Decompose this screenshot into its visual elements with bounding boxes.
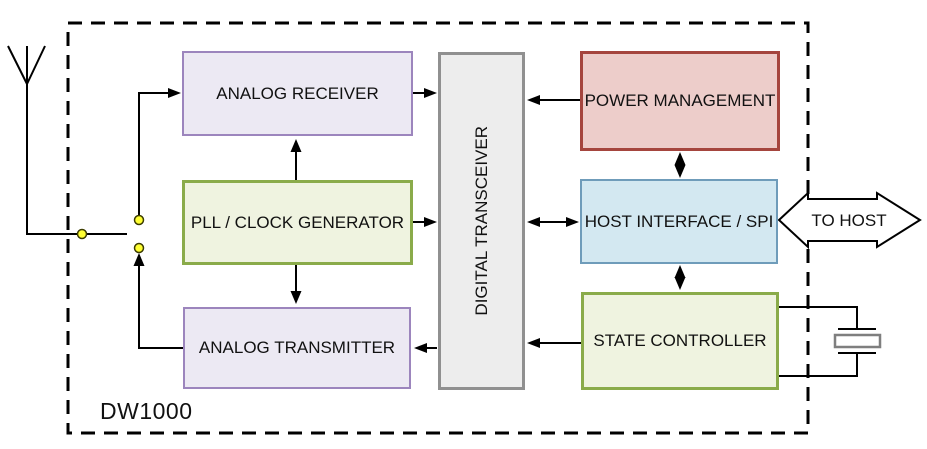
crystal-oscillator-icon	[779, 306, 882, 377]
wire-pll-to-analog-receiver	[290, 139, 302, 180]
state-controller-block: STATE CONTROLLER	[581, 292, 779, 390]
wire-digital-transceiver-to-analog-transmitter	[414, 343, 437, 353]
wire-pll-to-analog-transmitter	[290, 265, 302, 304]
analog-transmitter-label: ANALOG TRANSMITTER	[198, 338, 396, 357]
analog-receiver-block: ANALOG RECEIVER	[182, 51, 413, 136]
wire-analog-transmitter-to-switch	[133, 253, 183, 349]
wire-analog-receiver-to-digital-transceiver	[413, 88, 437, 98]
host-interface-spi-block: HOST INTERFACE / SPI	[580, 179, 778, 264]
analog-receiver-label: ANALOG RECEIVER	[216, 83, 379, 103]
power-management-label: POWER MANAGEMENT	[584, 91, 776, 110]
host-interface-spi-label: HOST INTERFACE / SPI	[584, 211, 774, 231]
analog-transmitter-block: ANALOG TRANSMITTER	[183, 307, 411, 389]
wire-power-management-host-interface-bidirectional	[674, 152, 686, 178]
wire-host-interface-state-controller-bidirectional	[674, 265, 686, 290]
to-host-double-arrow-icon	[777, 190, 922, 250]
pll-clock-generator-label: PLL / CLOCK GENERATOR	[190, 212, 405, 232]
wire-power-management-to-digital-transceiver	[527, 95, 580, 105]
wire-pll-to-digital-transceiver	[413, 217, 437, 227]
to-host-label: TO HOST	[811, 211, 887, 230]
antenna-icon	[7, 45, 127, 235]
wire-digital-transceiver-host-interface-bidirectional	[527, 217, 579, 227]
rf-switch-icon	[76, 214, 145, 254]
pll-clock-generator-block: PLL / CLOCK GENERATOR	[182, 180, 413, 265]
chip-name-label: DW1000	[100, 398, 193, 424]
digital-transceiver-label: DIGITAL TRANSCEIVER	[471, 126, 491, 316]
wire-switch-to-analog-receiver	[138, 88, 181, 215]
state-controller-label: STATE CONTROLLER	[593, 331, 767, 350]
wire-state-controller-to-digital-transceiver	[527, 338, 581, 348]
digital-transceiver-block: DIGITAL TRANSCEIVER	[438, 52, 525, 390]
power-management-block: POWER MANAGEMENT	[580, 51, 780, 151]
